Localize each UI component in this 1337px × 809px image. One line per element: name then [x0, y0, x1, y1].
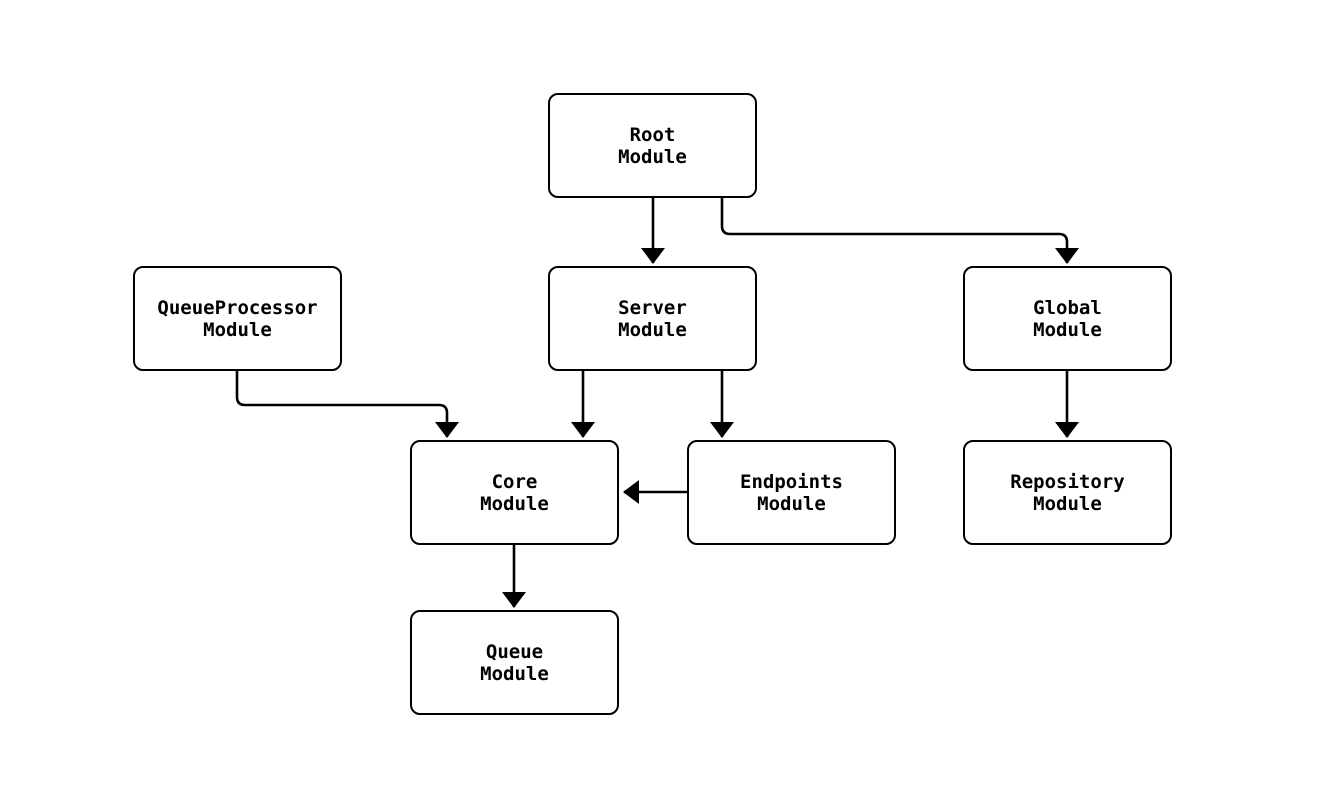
edge-root-to-global: [720, 198, 1079, 264]
node-core-module: Core Module: [410, 440, 619, 545]
node-label-line2: Module: [757, 492, 826, 515]
node-label-line2: Module: [480, 492, 549, 515]
node-label-line1: Queue: [485, 640, 544, 663]
node-label-line1: QueueProcessor: [157, 296, 318, 319]
node-repository-module: Repository Module: [963, 440, 1172, 545]
node-label-line2: Module: [618, 145, 687, 168]
node-label-line2: Module: [203, 318, 272, 341]
node-label-line2: Module: [1033, 318, 1102, 341]
node-label-line2: Module: [1033, 492, 1102, 515]
edge-queueprocessor-to-core: [235, 371, 459, 438]
node-label-line2: Module: [480, 662, 549, 685]
node-global-module: Global Module: [963, 266, 1172, 371]
node-server-module: Server Module: [548, 266, 757, 371]
node-label-line1: Core: [491, 470, 538, 493]
node-label-line1: Global: [1033, 296, 1102, 319]
node-endpoints-module: Endpoints Module: [687, 440, 896, 545]
node-queueprocessor-module: QueueProcessor Module: [133, 266, 342, 371]
node-root-module: Root Module: [548, 93, 757, 198]
node-label-line1: Server: [618, 296, 687, 319]
node-label-line1: Endpoints: [740, 470, 843, 493]
node-queue-module: Queue Module: [410, 610, 619, 715]
node-label-line1: Repository: [1010, 470, 1125, 493]
node-label-line2: Module: [618, 318, 687, 341]
node-label-line1: Root: [629, 123, 676, 146]
